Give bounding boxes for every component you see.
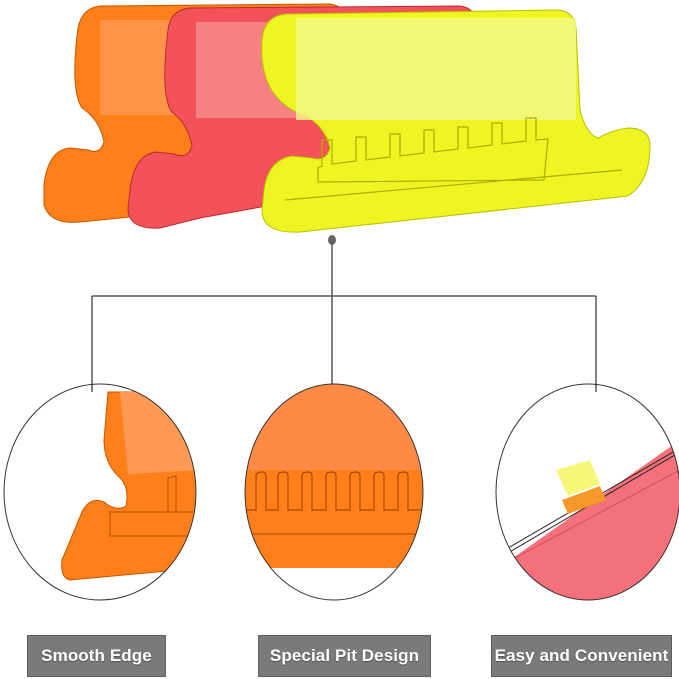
feature-label-text: Special Pit Design xyxy=(269,646,420,665)
feature-label-easy-and-convenient: Easy and Convenient xyxy=(491,635,672,677)
pit-design-closeup xyxy=(244,383,424,601)
yellow-tab xyxy=(261,9,651,233)
connector-lines xyxy=(91,235,597,398)
feature-label-special-pit-design: Special Pit Design xyxy=(258,635,431,677)
feature-label-smooth-edge: Smooth Edge xyxy=(27,635,166,677)
folder-usage-closeup xyxy=(495,383,679,601)
smooth-edge-closeup xyxy=(3,383,197,601)
feature-label-text: Easy and Convenient xyxy=(494,646,669,665)
feature-label-text: Smooth Edge xyxy=(41,646,152,665)
